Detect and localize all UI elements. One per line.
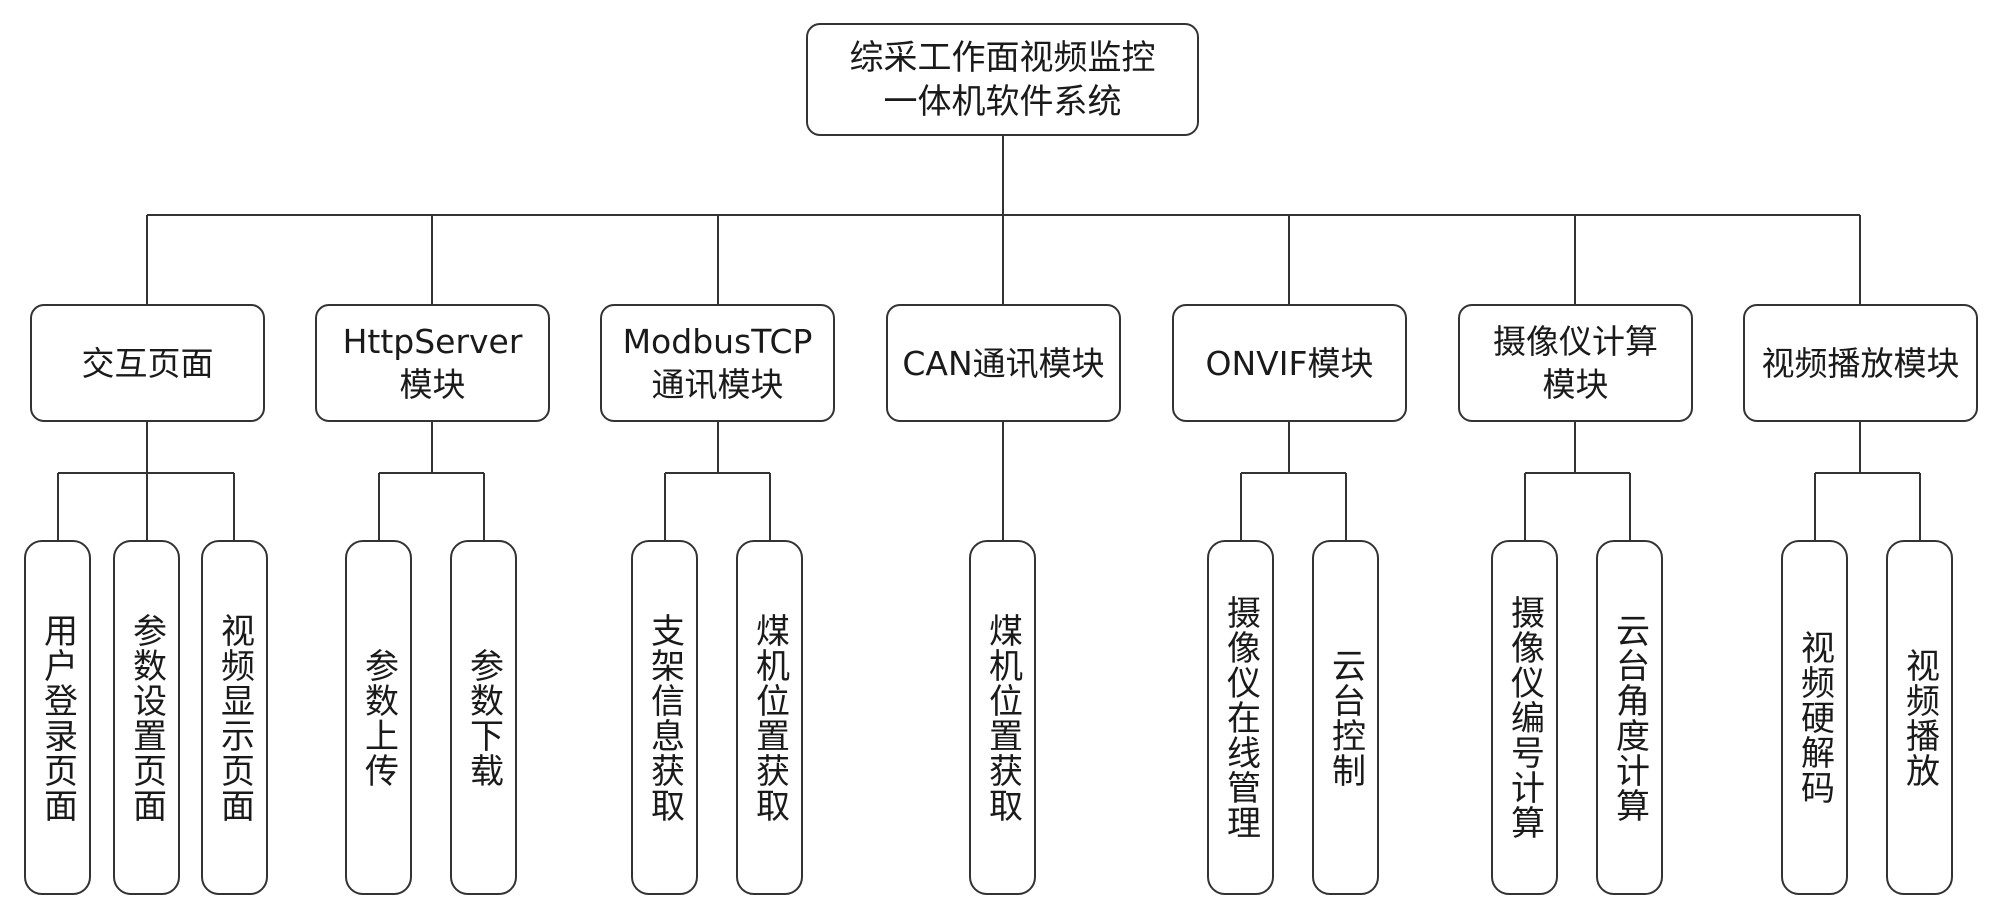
root-node: 综采工作面视频监控 一体机软件系统 (806, 23, 1199, 136)
root-label: 综采工作面视频监控 一体机软件系统 (850, 36, 1156, 124)
module-onvif: ONVIF模块 (1172, 304, 1407, 422)
leaf-label: 用户登录页面 (37, 612, 78, 823)
leaf-label: 摄像仪在线管理 (1220, 595, 1261, 840)
leaf-label: 参数上传 (358, 647, 399, 788)
leaf-support-info: 支架信息获取 (631, 540, 698, 895)
module-modbustcp: ModbusTCP 通讯模块 (600, 304, 835, 422)
module-label: ModbusTCP 通讯模块 (623, 320, 813, 406)
leaf-parameter-download: 参数下载 (450, 540, 517, 895)
module-label: 交互页面 (82, 342, 214, 385)
leaf-camera-online-management: 摄像仪在线管理 (1207, 540, 1274, 895)
leaf-camera-number-calc: 摄像仪编号计算 (1491, 540, 1558, 895)
leaf-shearer-position: 煤机位置获取 (736, 540, 803, 895)
module-label: 摄像仪计算模块 (1493, 320, 1658, 406)
module-camera-calculation: 摄像仪计算模块 (1458, 304, 1693, 422)
module-label-line1: ModbusTCP (622, 322, 813, 361)
root-label-line2: 一体机软件系统 (883, 81, 1122, 122)
leaf-label: 摄像仪编号计算 (1504, 595, 1545, 840)
module-label-line2: 模块 (1542, 365, 1609, 404)
leaf-shearer-position-can: 煤机位置获取 (969, 540, 1036, 895)
leaf-parameter-upload: 参数上传 (345, 540, 412, 895)
leaf-parameter-settings-page: 参数设置页面 (113, 540, 180, 895)
module-label: 视频播放模块 (1762, 342, 1960, 385)
leaf-label: 参数设置页面 (126, 612, 167, 823)
leaf-user-login-page: 用户登录页面 (24, 540, 91, 895)
module-label-line1: CAN通讯模块 (902, 343, 1105, 383)
module-label-line1: 视频播放模块 (1761, 343, 1960, 383)
leaf-label: 支架信息获取 (644, 612, 685, 823)
leaf-ptz-angle-calc: 云台角度计算 (1596, 540, 1663, 895)
leaf-video-hw-decode: 视频硬解码 (1781, 540, 1848, 895)
module-interaction-pages: 交互页面 (30, 304, 265, 422)
module-label: CAN通讯模块 (902, 342, 1104, 385)
leaf-video-play: 视频播放 (1886, 540, 1953, 895)
leaf-label: 云台角度计算 (1609, 612, 1650, 823)
root-label-line1: 综采工作面视频监控 (849, 37, 1156, 78)
module-label-line1: 摄像仪计算 (1493, 322, 1658, 361)
module-label: HttpServer 模块 (343, 320, 523, 406)
module-label-line1: HttpServer (342, 322, 523, 361)
module-httpserver: HttpServer 模块 (315, 304, 550, 422)
module-label-line1: 交互页面 (81, 343, 214, 383)
leaf-label: 参数下载 (463, 647, 504, 788)
leaf-video-display-page: 视频显示页面 (201, 540, 268, 895)
leaf-label: 视频播放 (1899, 647, 1940, 788)
leaf-label: 煤机位置获取 (982, 612, 1023, 823)
leaf-label: 视频显示页面 (214, 612, 255, 823)
leaf-label: 云台控制 (1325, 647, 1366, 788)
leaf-label: 煤机位置获取 (749, 612, 790, 823)
module-can: CAN通讯模块 (886, 304, 1121, 422)
module-video-playback: 视频播放模块 (1743, 304, 1978, 422)
leaf-ptz-control: 云台控制 (1312, 540, 1379, 895)
module-label-line2: 通讯模块 (651, 365, 784, 404)
module-label-line2: 模块 (399, 365, 466, 404)
module-label: ONVIF模块 (1206, 342, 1374, 385)
leaf-label: 视频硬解码 (1794, 630, 1835, 805)
module-label-line1: ONVIF模块 (1205, 343, 1374, 383)
